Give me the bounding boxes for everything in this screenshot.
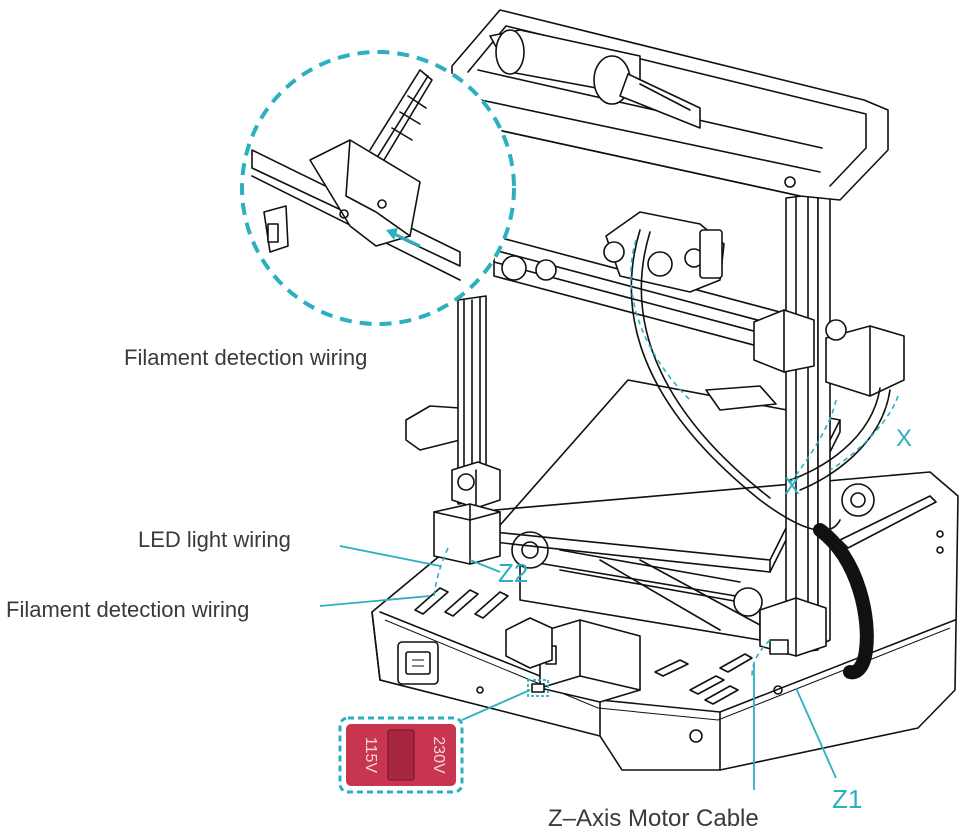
print-bed-assembly bbox=[405, 379, 875, 703]
voltage-label-115v: 115V bbox=[362, 737, 379, 774]
label-x-lower: X bbox=[784, 473, 800, 500]
label-z2: Z2 bbox=[498, 558, 528, 588]
detail-magnifier bbox=[240, 50, 516, 326]
label-x-upper: X bbox=[896, 425, 912, 452]
wire-routing bbox=[433, 239, 899, 677]
label-led-light-wiring: LED light wiring bbox=[138, 527, 291, 552]
label-filament-detection-bottom: Filament detection wiring bbox=[6, 597, 249, 622]
label-z-axis-motor-cable: Z–Axis Motor Cable bbox=[548, 805, 759, 832]
voltage-label-230v: 230V bbox=[430, 736, 447, 774]
label-filament-detection-top: Filament detection wiring bbox=[124, 345, 367, 370]
leader-lines bbox=[319, 545, 837, 790]
gantry-frame bbox=[433, 9, 905, 680]
label-z1: Z1 bbox=[832, 784, 862, 814]
voltage-switch-callout: 115V 230V bbox=[338, 716, 464, 794]
